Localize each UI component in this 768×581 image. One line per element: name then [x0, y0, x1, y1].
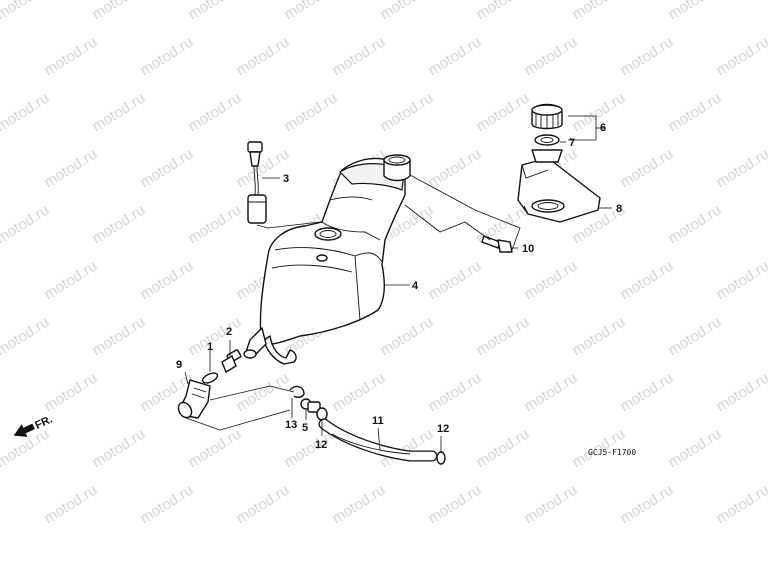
diagram-code: GCJ5-F1700 — [588, 448, 636, 457]
watermark-text: motod.ru — [569, 314, 628, 360]
callout-4: 4 — [412, 280, 419, 292]
watermark-text: motod.ru — [329, 482, 388, 528]
filler-cap — [531, 103, 563, 130]
watermark-text: motod.ru — [41, 146, 100, 192]
drain-bolt — [221, 349, 242, 373]
callout-10: 10 — [522, 243, 534, 255]
watermark-text: motod.ru — [569, 90, 628, 136]
watermark-text: motod.ru — [473, 90, 532, 136]
watermark-text: motod.ru — [329, 370, 388, 416]
leader-lines — [184, 115, 612, 452]
watermark-text: motod.ru — [665, 314, 724, 360]
watermark-text: motod.ru — [89, 202, 148, 248]
watermark-text: motod.ru — [425, 34, 484, 80]
callout-5: 5 — [302, 422, 308, 434]
watermark-text: motod.ru — [41, 258, 100, 304]
callout-6: 6 — [600, 122, 606, 134]
callout-9: 9 — [176, 359, 182, 371]
watermark-text: motod.ru — [665, 90, 724, 136]
watermark-text: motod.ru — [425, 146, 484, 192]
watermark-text: motod.ru — [281, 90, 340, 136]
watermark-text: motod.ru — [89, 0, 148, 23]
watermark-text: motod.ru — [425, 370, 484, 416]
watermark-text: motod.ru — [521, 482, 580, 528]
watermark-text: motod.ru — [0, 202, 52, 248]
watermark-text: motod.ru — [0, 314, 52, 360]
hose-clip-13 — [289, 385, 305, 399]
callout-11: 11 — [372, 415, 384, 427]
watermark-text: motod.ru — [233, 34, 292, 80]
watermark-text: motod.ru — [713, 370, 768, 416]
watermark-text: motod.ru — [473, 426, 532, 472]
watermark-text: motod.ru — [377, 314, 436, 360]
watermark-text: motod.ru — [665, 0, 724, 23]
watermark-text: motod.ru — [41, 34, 100, 80]
watermark-text: motod.ru — [617, 482, 676, 528]
watermark-text: motod.ru — [425, 482, 484, 528]
callout-1: 1 — [207, 341, 213, 353]
watermark-text: motod.ru — [665, 426, 724, 472]
cap-seal — [534, 134, 560, 146]
watermark-text: motod.ru — [89, 426, 148, 472]
watermark-text: motod.ru — [89, 90, 148, 136]
watermark-text: motod.ru — [233, 482, 292, 528]
watermark-text: motod.ru — [41, 370, 100, 416]
tank — [243, 154, 411, 365]
hose-clip-12b — [436, 451, 446, 465]
watermark-text: motod.ru — [137, 258, 196, 304]
front-marker-label: FR. — [33, 413, 54, 431]
watermark-text: motod.ru — [473, 0, 532, 23]
watermark-text: motod.ru — [713, 482, 768, 528]
watermark-text: motod.ru — [617, 370, 676, 416]
callout-7: 7 — [569, 137, 575, 149]
callout-13: 13 — [285, 419, 297, 431]
watermark-text: motod.ru — [89, 314, 148, 360]
watermark-text: motod.ru — [137, 146, 196, 192]
watermark-text: motod.ru — [185, 90, 244, 136]
watermark-text: motod.ru — [377, 0, 436, 23]
watermark-text: motod.ru — [617, 34, 676, 80]
watermark-text: motod.ru — [473, 314, 532, 360]
watermark-text: motod.ru — [329, 34, 388, 80]
callout-12-left: 12 — [315, 439, 327, 451]
watermark-text: motod.ru — [521, 34, 580, 80]
watermark-text: motod.ru — [185, 202, 244, 248]
o-ring — [201, 372, 219, 384]
watermark-text: motod.ru — [713, 146, 768, 192]
elbow-joint — [177, 379, 211, 419]
watermark-text: motod.ru — [521, 370, 580, 416]
watermark-text: motod.ru — [377, 90, 436, 136]
watermark-text: motod.ru — [185, 0, 244, 23]
watermark-text: motod.ru — [137, 482, 196, 528]
filler-bracket — [517, 149, 601, 223]
callout-3: 3 — [283, 173, 289, 185]
joint-5 — [300, 398, 321, 413]
watermark-text: motod.ru — [569, 0, 628, 23]
callout-2: 2 — [226, 326, 232, 338]
watermark-text: motod.ru — [0, 0, 52, 23]
watermark-text: motod.ru — [521, 258, 580, 304]
watermark-text: motod.ru — [281, 0, 340, 23]
watermark-text: motod.ru — [617, 146, 676, 192]
level-sensor — [247, 141, 267, 224]
watermark-text: motod.ru — [41, 482, 100, 528]
watermark-text: motod.ru — [137, 34, 196, 80]
callout-12-right: 12 — [437, 423, 449, 435]
watermark-text: motod.ru — [425, 258, 484, 304]
watermark-text: motod.ru — [665, 202, 724, 248]
watermark-text: motod.ru — [713, 34, 768, 80]
watermark-text: motod.ru — [617, 258, 676, 304]
watermark-text: motod.ru — [185, 426, 244, 472]
bolt — [481, 235, 513, 253]
hose-clip-12a — [316, 407, 328, 421]
callout-8: 8 — [616, 203, 622, 215]
watermark-text: motod.ru — [713, 258, 768, 304]
hose — [318, 418, 438, 462]
callout-labels: 6 7 3 8 10 4 2 1 9 13 5 11 12 12 — [176, 122, 622, 451]
watermark-text: motod.ru — [0, 90, 52, 136]
